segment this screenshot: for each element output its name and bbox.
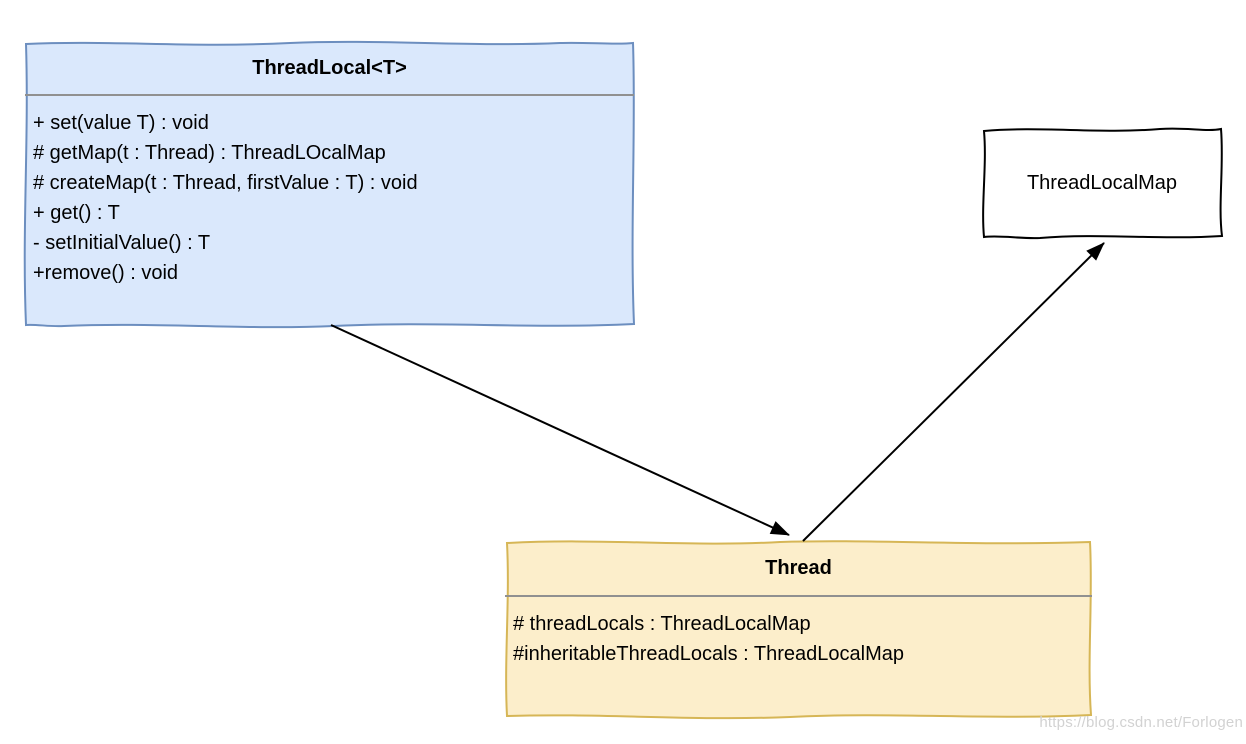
threadlocal-member-list: + set(value T) : void # getMap(t : Threa… xyxy=(25,95,634,301)
member-line: # threadLocals : ThreadLocalMap xyxy=(513,613,811,635)
member-line: + set(value T) : void xyxy=(33,112,209,134)
threadlocal-class-box xyxy=(23,40,636,329)
threadlocalmap-node-label: ThreadLocalMap xyxy=(1026,171,1178,194)
thread-class-box xyxy=(505,540,1093,720)
member-line: + get() : T xyxy=(33,202,120,224)
watermark: https://blog.csdn.net/Forlogen xyxy=(1039,714,1243,731)
threadlocal-class-title: ThreadLocal<T> xyxy=(252,57,407,79)
member-line: #inheritableThreadLocals : ThreadLocalMa… xyxy=(513,643,904,665)
arrow-thread-to-threadlocalmap xyxy=(802,242,1105,542)
thread-member-list: # threadLocals : ThreadLocalMap #inherit… xyxy=(505,596,1092,682)
member-line: # getMap(t : Thread) : ThreadLOcalMap xyxy=(33,142,386,164)
threadlocalmap-node-box xyxy=(982,127,1224,240)
member-line: - setInitialValue() : T xyxy=(33,232,211,254)
arrow-threadlocal-to-thread xyxy=(330,324,790,536)
thread-class-title: Thread xyxy=(765,557,832,579)
member-line: +remove() : void xyxy=(33,262,179,284)
member-line: # createMap(t : Thread, firstValue : T) … xyxy=(33,172,418,194)
